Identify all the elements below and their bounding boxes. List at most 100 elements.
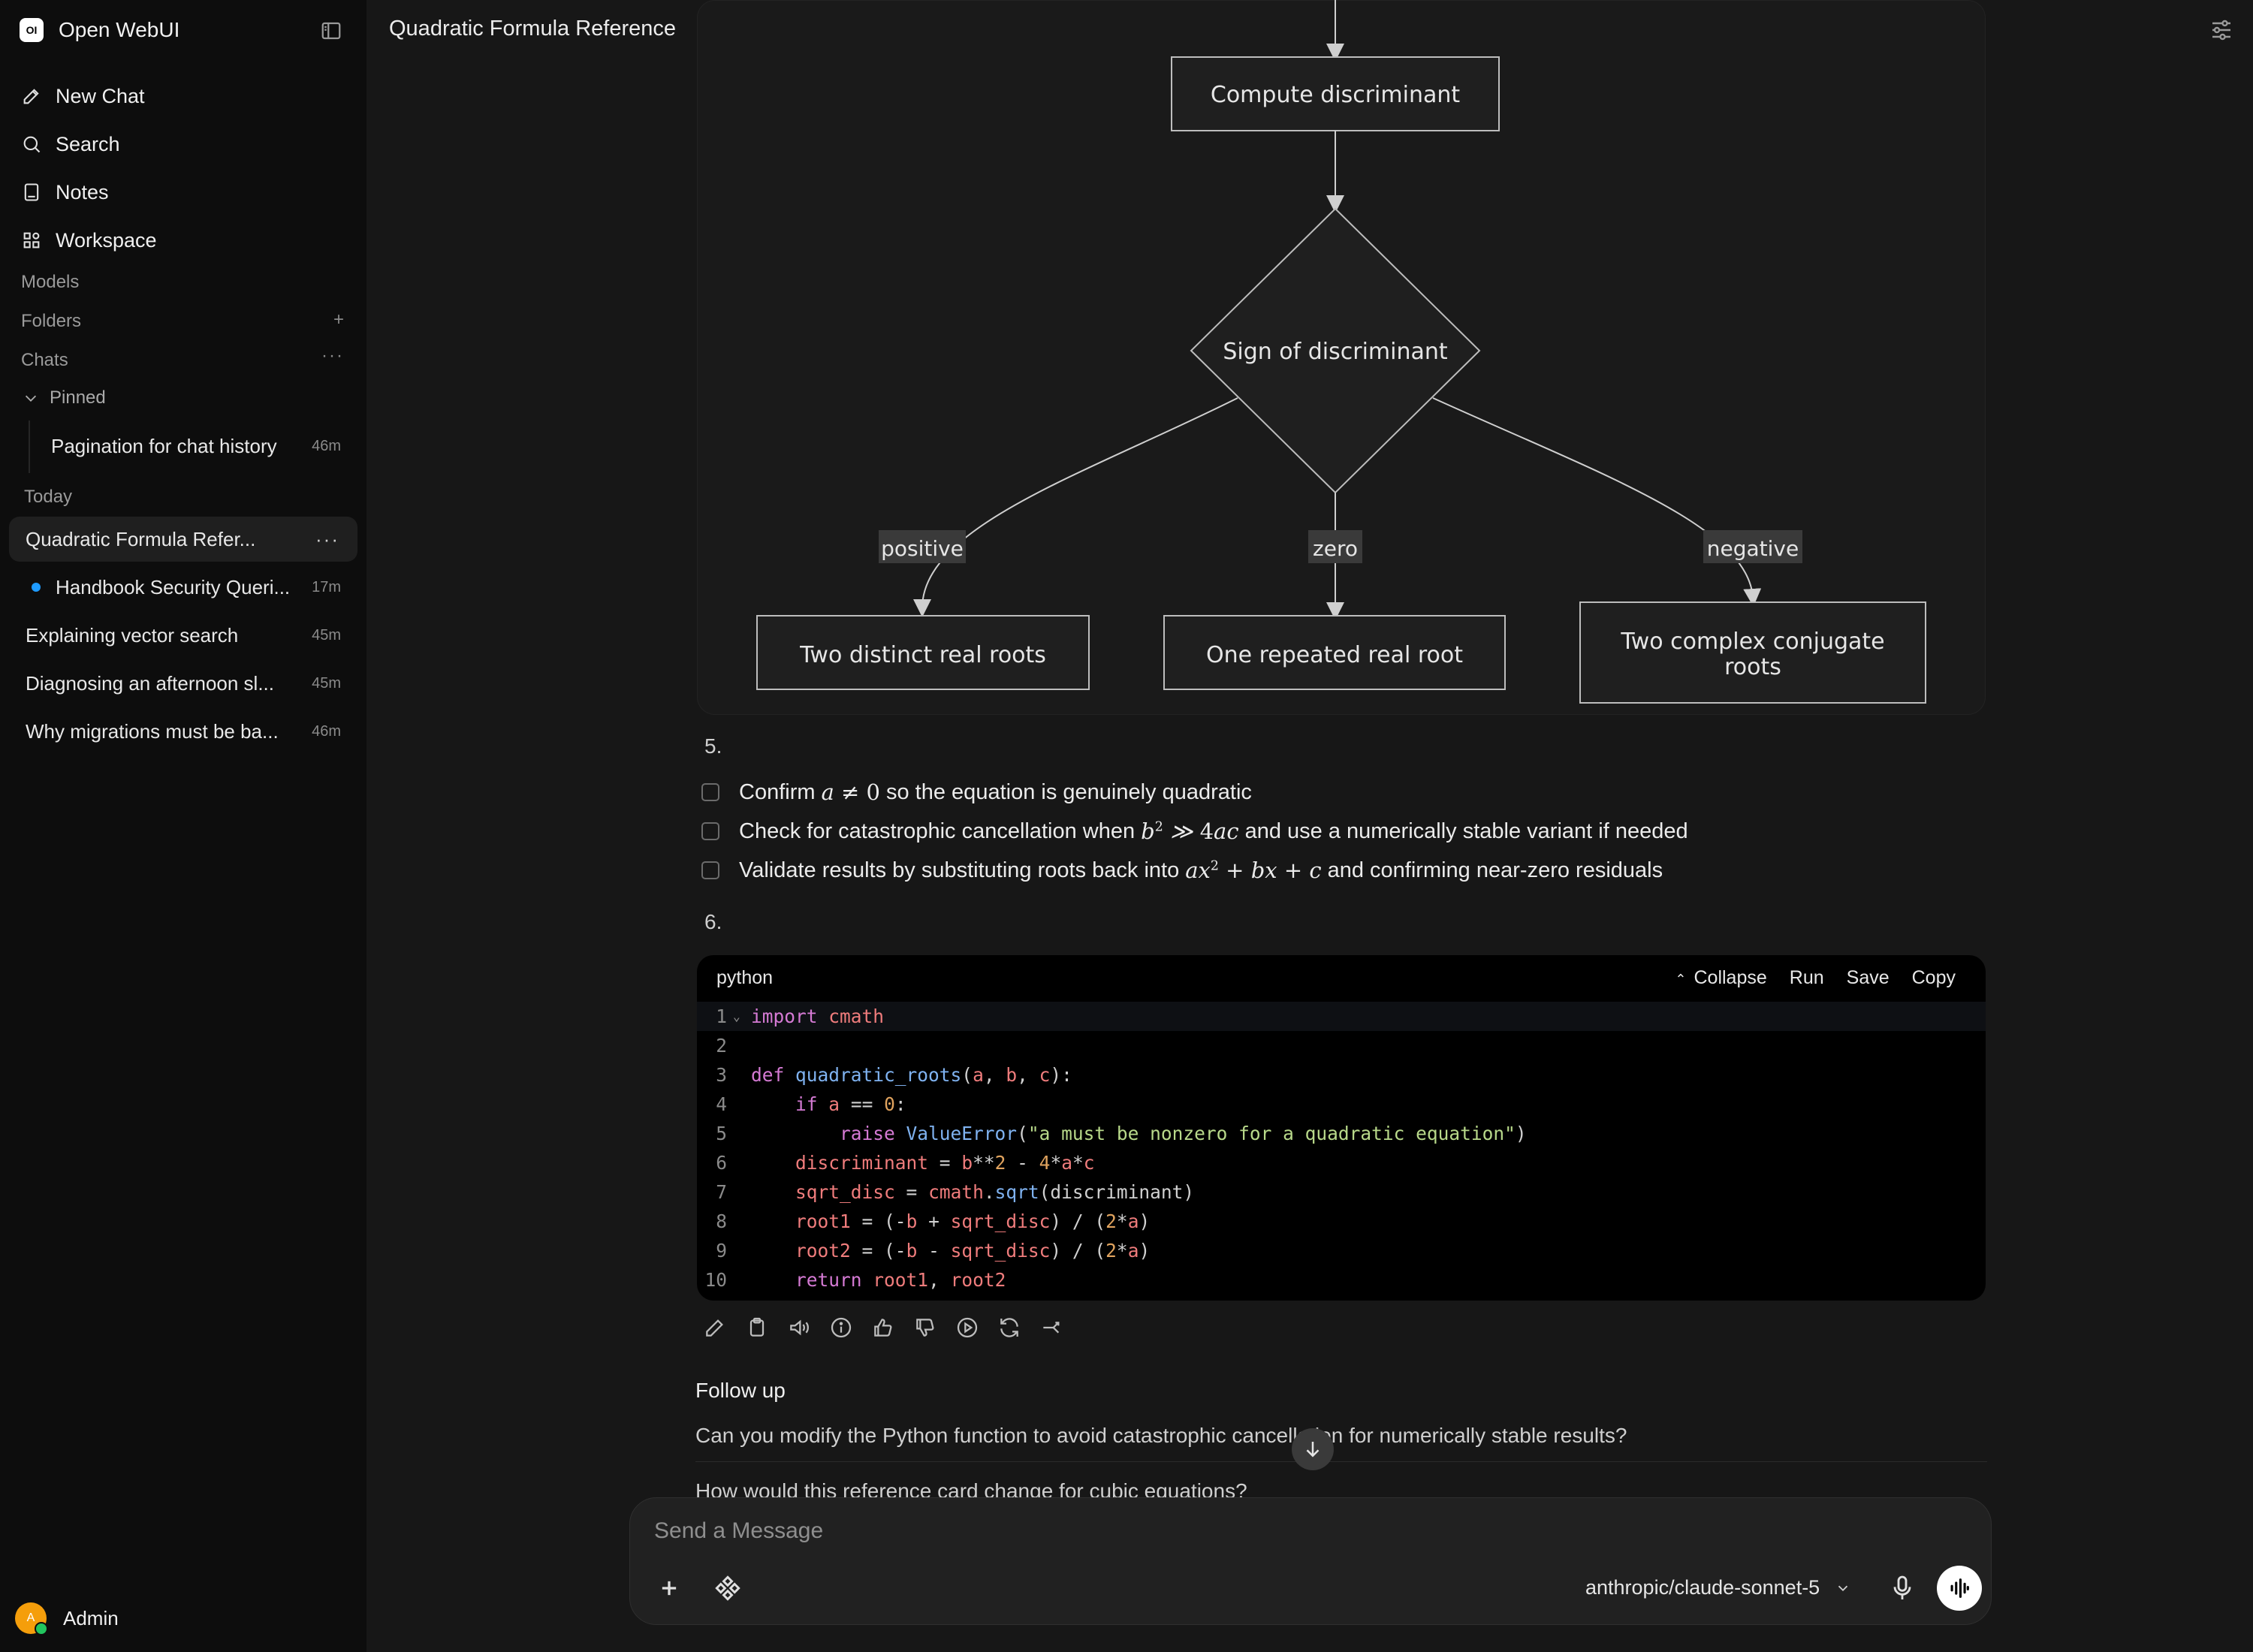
workspace-label: Workspace xyxy=(56,228,157,252)
line-number: 7 xyxy=(716,1181,727,1203)
follow-up-suggestion[interactable]: Can you modify the Python function to av… xyxy=(695,1424,1627,1447)
new-chat-button[interactable]: New Chat xyxy=(21,72,157,120)
chat-item[interactable]: Explaining vector search 45m xyxy=(9,613,357,658)
checkbox[interactable] xyxy=(701,861,719,879)
scroll-to-bottom-button[interactable] xyxy=(1292,1428,1334,1470)
brand-logo: OI xyxy=(20,18,44,42)
code-line: 8 root1 = (-b + sqrt_disc) / (2*a) xyxy=(697,1207,1986,1236)
node-negative xyxy=(1579,601,1926,704)
code-line: 4⌄ if a == 0: xyxy=(697,1009,1986,1119)
node-compute-label: Compute discriminant xyxy=(1211,82,1460,108)
share-icon[interactable] xyxy=(1039,1316,1063,1340)
chat-age: 46m xyxy=(312,437,341,454)
edge-label-bg xyxy=(879,530,966,563)
line-number: 8 xyxy=(716,1210,727,1232)
brand[interactable]: OI Open WebUI xyxy=(20,18,179,42)
flowchart: Compute discriminant Sign of discriminan… xyxy=(756,0,1926,704)
sidebar-toggle-icon[interactable] xyxy=(320,20,342,42)
folders-section[interactable]: Folders xyxy=(21,311,82,331)
regenerate-icon[interactable] xyxy=(997,1316,1021,1340)
step-number: 5. xyxy=(704,734,722,758)
copy-icon[interactable] xyxy=(745,1316,769,1340)
waveform-icon xyxy=(1950,1578,1969,1598)
node-negative-label: Two complex conjugate xyxy=(1620,629,1884,655)
checkbox[interactable] xyxy=(701,822,719,840)
add-folder-icon[interactable]: + xyxy=(333,309,344,330)
chat-item-active[interactable]: Quadratic Formula Refer... ··· xyxy=(9,517,357,562)
chat-item[interactable]: Handbook Security Queri... 17m xyxy=(9,565,357,610)
chevron-down-icon xyxy=(1838,1585,1848,1591)
chevron-updown-icon: ⌃ xyxy=(1675,972,1687,987)
math-inline: b2 ≫ 4ac xyxy=(1141,818,1239,844)
run-button[interactable]: Run xyxy=(1789,967,1824,988)
checkbox[interactable] xyxy=(701,783,719,801)
avatar: A xyxy=(15,1602,48,1635)
search-button[interactable]: Search xyxy=(21,120,157,168)
chat-item[interactable]: Diagnosing an afternoon sl... 45m xyxy=(9,661,357,706)
user-menu[interactable]: A Admin xyxy=(15,1602,119,1635)
chat-title: Handbook Security Queri... xyxy=(56,575,291,598)
voice-mode-button[interactable] xyxy=(1937,1566,1982,1611)
continue-icon[interactable] xyxy=(955,1316,979,1340)
chat-age: 46m xyxy=(312,722,341,740)
fold-icon[interactable]: ⌄ xyxy=(733,1009,740,1023)
code-line: 7 sqrt_disc = cmath.sqrt(discriminant) xyxy=(697,1177,1986,1207)
chat-title: Explaining vector search xyxy=(26,623,239,647)
math-inline: ax2 + bx + c xyxy=(1185,858,1322,883)
read-aloud-icon[interactable] xyxy=(787,1316,811,1340)
chat-title: Quadratic Formula Refer... xyxy=(26,527,256,550)
checklist-text: and confirming near-zero residuals xyxy=(1327,858,1663,882)
pinned-label: Pinned xyxy=(50,387,106,408)
node-negative-label: roots xyxy=(1724,654,1781,680)
pinned-chat-item[interactable]: Pagination for chat history 46m xyxy=(35,424,357,469)
search-icon xyxy=(23,136,41,153)
message-actions xyxy=(703,1316,1063,1340)
thumbs-down-icon[interactable] xyxy=(913,1316,937,1340)
chat-age: 17m xyxy=(312,578,341,595)
chat-more-icon[interactable]: ··· xyxy=(315,527,339,550)
edge-negative xyxy=(1432,397,1762,607)
chat-title: Why migrations must be ba... xyxy=(26,719,279,743)
workspace-button[interactable]: Workspace xyxy=(21,216,157,264)
info-icon[interactable] xyxy=(829,1316,853,1340)
line-number: 3 xyxy=(716,1064,727,1086)
plus-icon xyxy=(662,1581,677,1596)
tools-button[interactable] xyxy=(711,1572,744,1605)
controls-icon[interactable] xyxy=(2208,17,2235,44)
code-header: python ⌃Collapse Run Save Copy xyxy=(697,955,1986,997)
search-label: Search xyxy=(56,132,120,155)
chat-title: Pagination for chat history xyxy=(51,434,277,457)
follow-up-suggestion[interactable]: How would this reference card change for… xyxy=(695,1479,1247,1499)
pinned-toggle[interactable]: Pinned xyxy=(23,387,106,408)
chats-more-icon[interactable]: ··· xyxy=(321,345,344,366)
collapse-button[interactable]: ⌃Collapse xyxy=(1675,967,1766,989)
message-input[interactable] xyxy=(653,1518,1782,1545)
node-positive-label: Two distinct real roots xyxy=(799,642,1046,668)
code-actions: ⌃Collapse Run Save Copy xyxy=(1675,967,1956,989)
edge-label-negative: negative xyxy=(1707,536,1799,561)
unread-dot-icon xyxy=(32,583,41,592)
model-selector[interactable]: anthropic/claude-sonnet-5 xyxy=(1585,1576,1851,1599)
notes-button[interactable]: Notes xyxy=(21,168,157,216)
thumbs-up-icon[interactable] xyxy=(871,1316,895,1340)
arrow-down-icon xyxy=(1306,1442,1320,1458)
attach-button[interactable] xyxy=(653,1572,686,1605)
fold-icon[interactable]: ⌄ xyxy=(733,1009,740,1023)
edit-icon[interactable] xyxy=(703,1316,727,1340)
chat-item[interactable]: Why migrations must be ba... 46m xyxy=(9,709,357,754)
divider xyxy=(695,1461,1987,1462)
chats-section[interactable]: Chats xyxy=(21,350,68,370)
node-positive xyxy=(756,615,1090,690)
checklist-item: Validate results by substituting roots b… xyxy=(701,858,1663,883)
node-zero xyxy=(1163,615,1506,690)
notes-icon xyxy=(24,183,39,201)
save-button[interactable]: Save xyxy=(1846,967,1890,988)
code-line: 5 raise ValueError("a must be nonzero fo… xyxy=(697,1119,1986,1148)
edge-label-positive: positive xyxy=(881,536,964,561)
checklist-item: Confirm a ≠ 0 so the equation is genuine… xyxy=(701,779,1252,805)
microphone-button[interactable] xyxy=(1887,1573,1917,1603)
copy-button[interactable]: Copy xyxy=(1911,967,1956,988)
models-section[interactable]: Models xyxy=(21,272,80,292)
